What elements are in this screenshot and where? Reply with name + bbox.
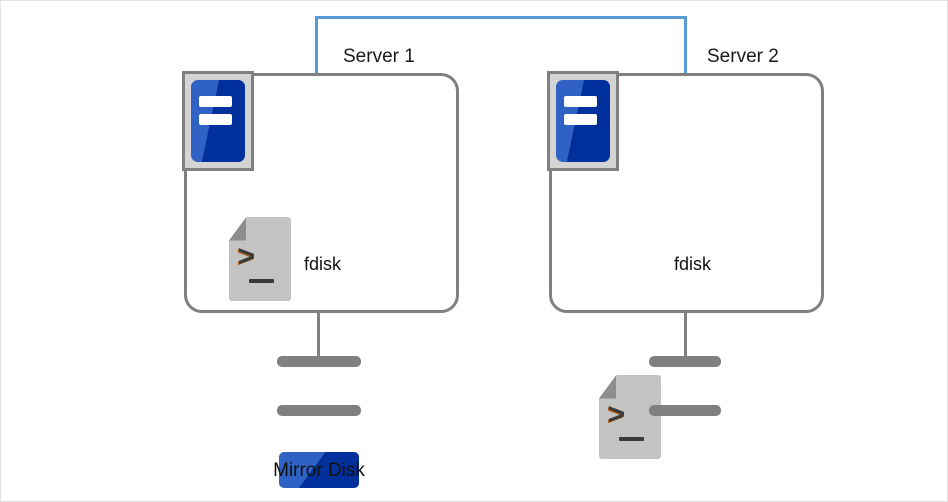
fdisk-icon[interactable]: > — [229, 217, 291, 301]
mirror-disk-1-block-top — [279, 452, 359, 488]
mirror-disk-2-platter-middle — [649, 405, 721, 416]
server-tower-body — [556, 80, 610, 162]
mirror-disk-1-platter-top — [277, 356, 361, 367]
network-link-top-horizontal — [315, 16, 687, 19]
terminal-prompt-glyph: > — [607, 398, 626, 432]
server-tower-slot-top — [198, 96, 233, 108]
fdisk-label: fdisk — [304, 254, 342, 274]
script-document-fold-corner — [229, 217, 247, 241]
mirror-disk-label: Mirror Disk — [273, 460, 365, 481]
server-tower-body — [191, 80, 245, 162]
mirror-disk-2-platter-top — [649, 356, 721, 367]
fdisk-label: fdisk — [674, 254, 712, 274]
server-tower-icon — [182, 71, 254, 171]
server-2-disk-connector — [684, 312, 687, 357]
server-1-disk-connector — [317, 312, 320, 357]
terminal-cursor-underscore — [619, 436, 645, 441]
server-2-title: Server 2 — [707, 46, 779, 67]
server-tower-slot-bottom — [563, 114, 598, 126]
mirror-disk-1-platter-middle — [277, 405, 361, 416]
terminal-prompt-glyph: > — [237, 240, 256, 274]
server-tower-slot-top — [563, 96, 598, 108]
network-link-left-vertical — [315, 16, 318, 74]
network-link-right-vertical — [684, 16, 687, 74]
server-tower-icon — [547, 71, 619, 171]
terminal-cursor-underscore — [249, 278, 275, 283]
fdisk-icon[interactable]: > — [599, 375, 661, 459]
script-document-fold-corner — [599, 375, 617, 399]
server-1-title: Server 1 — [343, 46, 415, 67]
server-tower-slot-bottom — [198, 114, 233, 126]
